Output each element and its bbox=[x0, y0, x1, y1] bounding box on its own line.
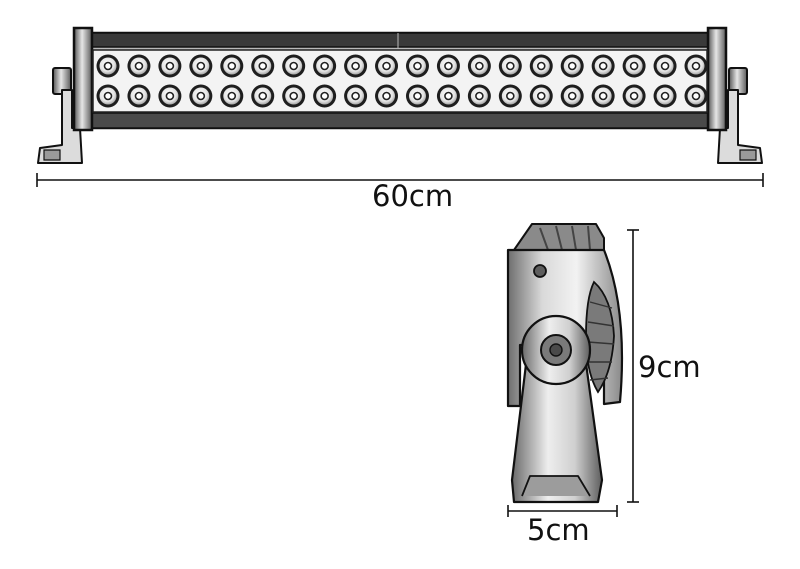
width-dimension-label: 60cm bbox=[372, 179, 454, 213]
led-2-19 bbox=[653, 84, 677, 108]
bar-bottom-rail bbox=[83, 112, 717, 129]
led-2-17 bbox=[591, 84, 615, 108]
led-2-20 bbox=[684, 84, 708, 108]
light-bar-side-view bbox=[506, 223, 624, 504]
led-1-13 bbox=[467, 54, 491, 78]
led-2-10 bbox=[375, 84, 399, 108]
led-1-2 bbox=[127, 54, 151, 78]
led-1-17 bbox=[591, 54, 615, 78]
led-1-16 bbox=[560, 54, 584, 78]
side-vent-slots bbox=[585, 280, 615, 394]
bar-top-rail bbox=[83, 32, 717, 48]
led-1-9 bbox=[344, 54, 368, 78]
right-end-cap bbox=[706, 26, 728, 132]
led-2-8 bbox=[313, 84, 337, 108]
led-lens-panel bbox=[92, 49, 708, 113]
led-1-1 bbox=[96, 54, 120, 78]
led-1-15 bbox=[529, 54, 553, 78]
led-grid bbox=[96, 54, 708, 108]
led-2-3 bbox=[158, 84, 182, 108]
depth-dimension-label: 5cm bbox=[527, 513, 590, 547]
light-bar-front-view bbox=[37, 26, 763, 164]
led-2-5 bbox=[220, 84, 244, 108]
left-mount-bracket bbox=[37, 67, 83, 164]
height-dimension-label: 9cm bbox=[638, 350, 701, 384]
led-1-4 bbox=[189, 54, 213, 78]
led-1-19 bbox=[653, 54, 677, 78]
led-2-7 bbox=[282, 84, 306, 108]
led-2-2 bbox=[127, 84, 151, 108]
led-1-6 bbox=[251, 54, 275, 78]
width-dimension-line bbox=[36, 173, 764, 187]
led-1-10 bbox=[375, 54, 399, 78]
led-2-9 bbox=[344, 84, 368, 108]
led-1-11 bbox=[405, 54, 429, 78]
led-1-18 bbox=[622, 54, 646, 78]
led-1-3 bbox=[158, 54, 182, 78]
led-2-6 bbox=[251, 84, 275, 108]
led-2-18 bbox=[622, 84, 646, 108]
led-2-16 bbox=[560, 84, 584, 108]
led-2-14 bbox=[498, 84, 522, 108]
led-2-11 bbox=[405, 84, 429, 108]
led-2-4 bbox=[189, 84, 213, 108]
led-2-1 bbox=[96, 84, 120, 108]
led-2-13 bbox=[467, 84, 491, 108]
led-1-20 bbox=[684, 54, 708, 78]
side-screw bbox=[533, 264, 547, 278]
led-1-5 bbox=[220, 54, 244, 78]
height-dimension-line bbox=[627, 229, 639, 503]
led-2-12 bbox=[436, 84, 460, 108]
right-mount-bracket bbox=[717, 67, 763, 164]
depth-dimension-line bbox=[507, 505, 618, 517]
led-2-15 bbox=[529, 84, 553, 108]
led-1-12 bbox=[436, 54, 460, 78]
left-end-cap bbox=[72, 26, 94, 132]
led-1-8 bbox=[313, 54, 337, 78]
led-1-7 bbox=[282, 54, 306, 78]
led-1-14 bbox=[498, 54, 522, 78]
